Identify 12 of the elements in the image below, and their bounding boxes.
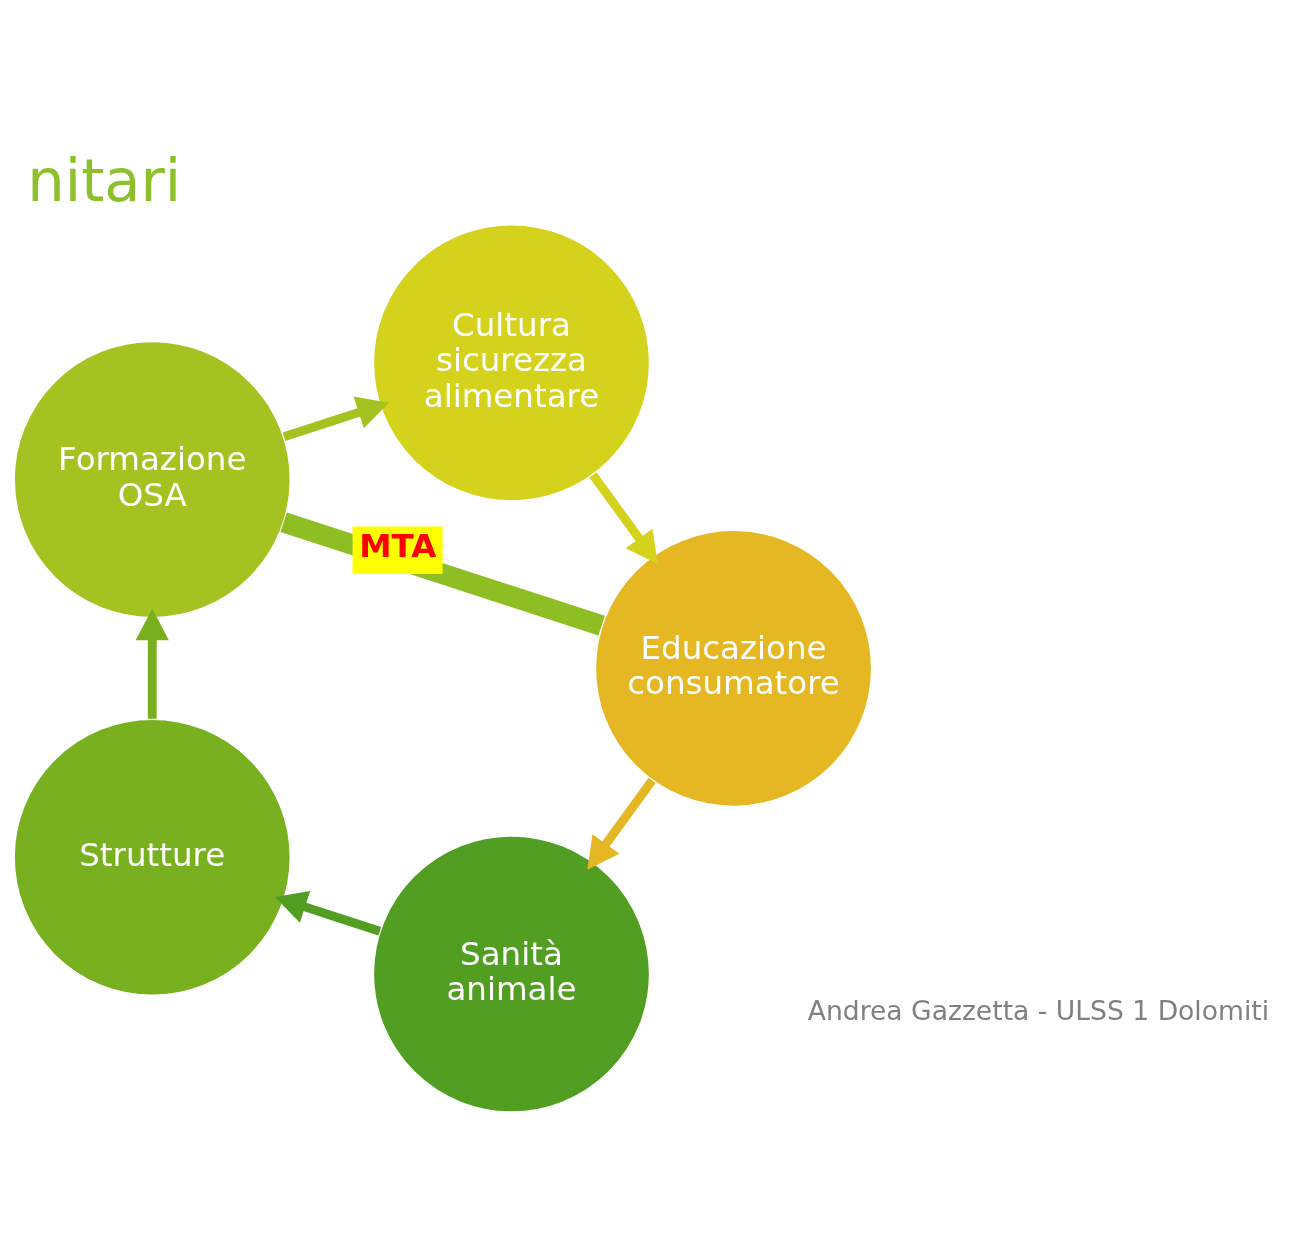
arrow (589, 472, 658, 565)
arrow (587, 777, 656, 870)
node-circle: Cultura sicurezza alimentare (372, 223, 651, 502)
edge-label: MTA (359, 527, 437, 566)
node-circle: Strutture (13, 718, 292, 997)
arrow (274, 891, 382, 936)
arrow (282, 396, 389, 441)
label: Andrea Gazzetta - ULSS 1 Dolomiti (807, 995, 1270, 1027)
node-circle: Formazione OSA (13, 340, 292, 619)
arrow (135, 608, 169, 719)
connector (280, 512, 605, 636)
diagram-title: nitari (27, 146, 182, 216)
